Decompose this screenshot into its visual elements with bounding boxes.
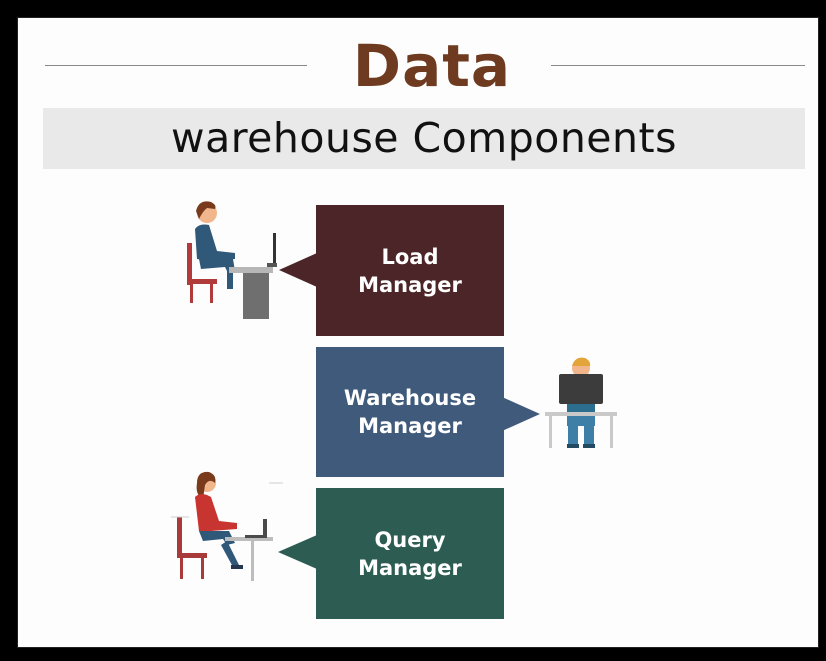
person-at-laptop-icon bbox=[171, 471, 283, 581]
title-rule-left bbox=[45, 65, 307, 66]
query-manager-pointer bbox=[278, 535, 317, 569]
load-manager-label: Load Manager bbox=[358, 244, 462, 297]
warehouse-manager-box: Warehouse Manager bbox=[316, 347, 504, 477]
warehouse-manager-label: Warehouse Manager bbox=[343, 386, 477, 438]
warehouse-manager-pointer bbox=[502, 397, 540, 431]
diagram-title: Data bbox=[352, 32, 512, 100]
query-manager-box: Query Manager bbox=[316, 488, 504, 619]
person-at-monitor-icon bbox=[545, 357, 617, 448]
load-manager-pointer bbox=[279, 253, 317, 287]
diagram-subtitle: warehouse Components bbox=[171, 114, 677, 162]
title-rule-right bbox=[551, 65, 805, 66]
diagram-canvas: Data warehouse Components Load Manager W… bbox=[17, 17, 819, 648]
query-manager-label: Query Manager bbox=[358, 527, 462, 580]
subtitle-band bbox=[43, 108, 805, 169]
load-manager-box: Load Manager bbox=[316, 205, 504, 336]
person-at-desk-icon bbox=[187, 201, 277, 319]
